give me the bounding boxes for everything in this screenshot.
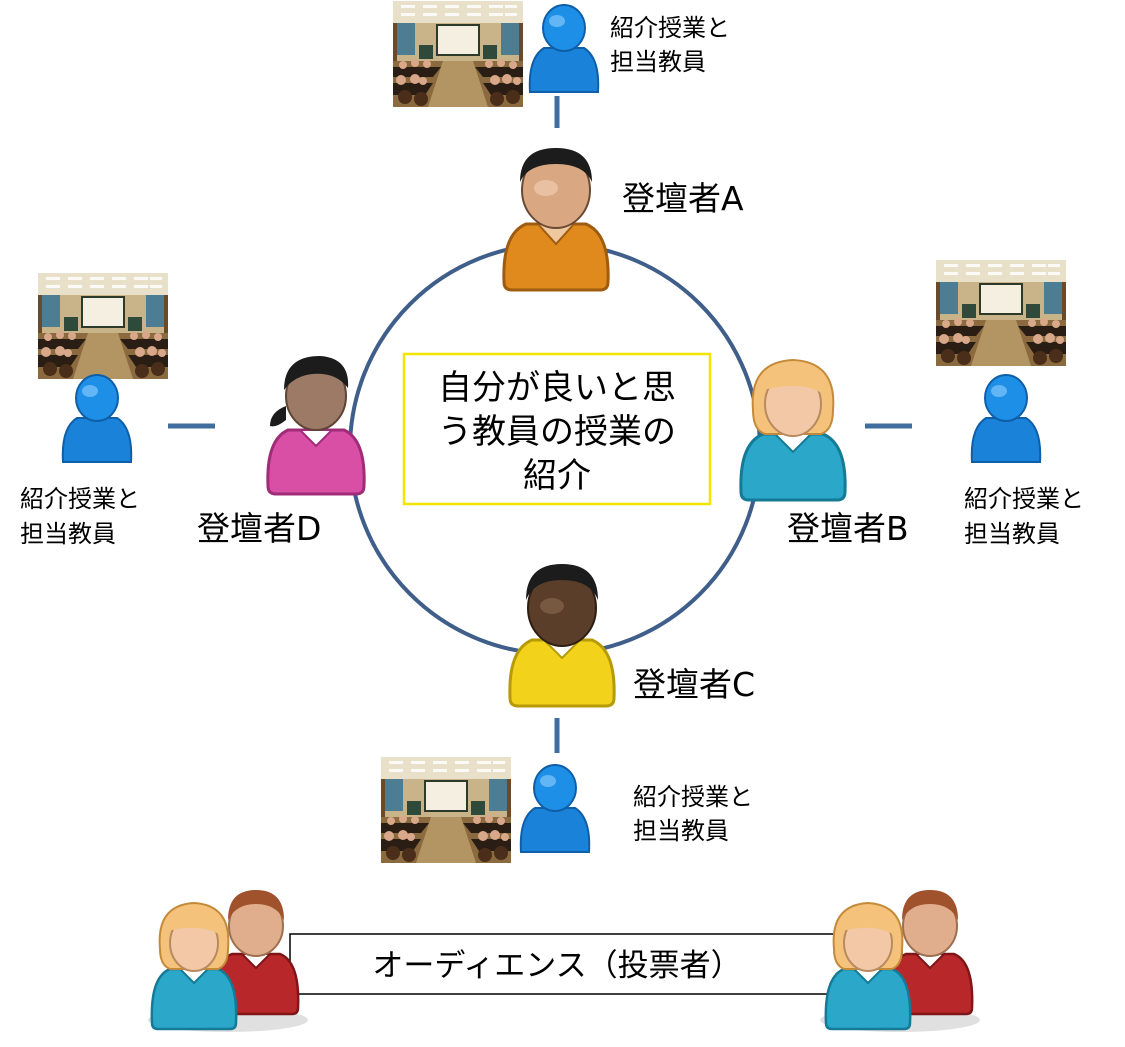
speaker-a-person-icon xyxy=(502,148,610,292)
audience-left-audience-pair-icon xyxy=(148,890,308,1032)
teacher-icon-left xyxy=(61,374,133,463)
teacher-icon-right xyxy=(970,374,1042,463)
speaker-c-label: 登壇者C xyxy=(633,665,755,704)
center-topic-box xyxy=(402,352,712,506)
speaker-b-label: 登壇者B xyxy=(787,509,909,548)
classroom-photo-bottom xyxy=(380,756,512,864)
speaker-b-person-icon xyxy=(739,358,847,502)
classroom-photo-right xyxy=(935,259,1067,367)
teacher-note-bottom-line-2: 担当教員 xyxy=(633,817,729,845)
speaker-a-label: 登壇者A xyxy=(622,179,744,218)
teacher-icon-bottom xyxy=(519,764,591,853)
center-topic-line-2: う教員の授業の xyxy=(438,412,676,452)
audience-banner xyxy=(289,933,903,995)
audience-right-audience-pair-icon xyxy=(820,890,980,1032)
teacher-note-top-line-2: 担当教員 xyxy=(610,48,706,76)
speaker-d-label: 登壇者D xyxy=(197,509,321,548)
center-topic-line-3: 紹介 xyxy=(523,456,591,496)
teacher-note-left-line-1: 紹介授業と xyxy=(20,485,140,513)
classroom-photo-left xyxy=(37,272,169,380)
teacher-note-left-line-2: 担当教員 xyxy=(20,520,116,548)
teacher-icon-top xyxy=(528,4,600,93)
center-topic-line-1: 自分が良いと思 xyxy=(438,368,676,408)
speaker-d-person-icon xyxy=(266,356,366,496)
audience-label: オーディエンス（投票者） xyxy=(372,948,741,984)
teacher-note-right-line-2: 担当教員 xyxy=(964,520,1060,548)
speaker-c-person-icon xyxy=(508,564,616,708)
classroom-photo-top xyxy=(392,0,524,108)
teacher-note-right-line-1: 紹介授業と xyxy=(964,485,1084,513)
teacher-note-bottom-line-1: 紹介授業と xyxy=(633,783,753,811)
teacher-note-top-line-1: 紹介授業と xyxy=(610,14,730,42)
